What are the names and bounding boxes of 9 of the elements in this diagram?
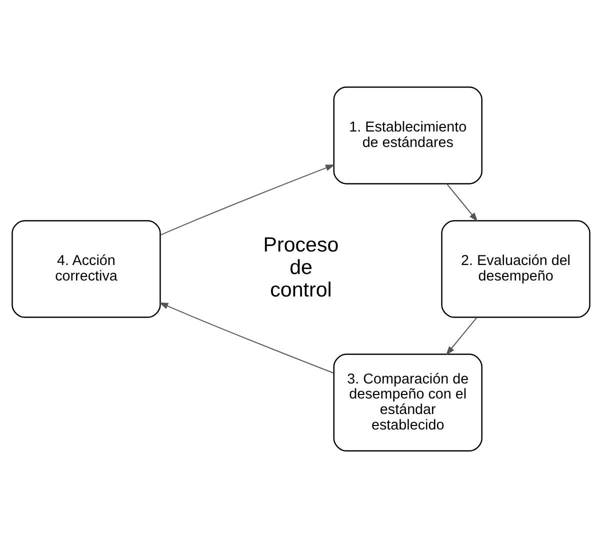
arrow bbox=[160, 164, 335, 236]
arrow bbox=[446, 316, 478, 355]
node-box: 3. Comparación de desempeño con el estándar establecido bbox=[333, 353, 482, 451]
node-box: 4. Acción correctiva bbox=[12, 220, 161, 318]
node-box: 1. Establecimiento de estándares bbox=[333, 86, 482, 184]
node-box: 2. Evaluación del desempeño bbox=[441, 220, 590, 318]
arrow bbox=[446, 183, 478, 222]
label: Proceso de control bbox=[263, 233, 339, 302]
arrow bbox=[158, 302, 334, 373]
